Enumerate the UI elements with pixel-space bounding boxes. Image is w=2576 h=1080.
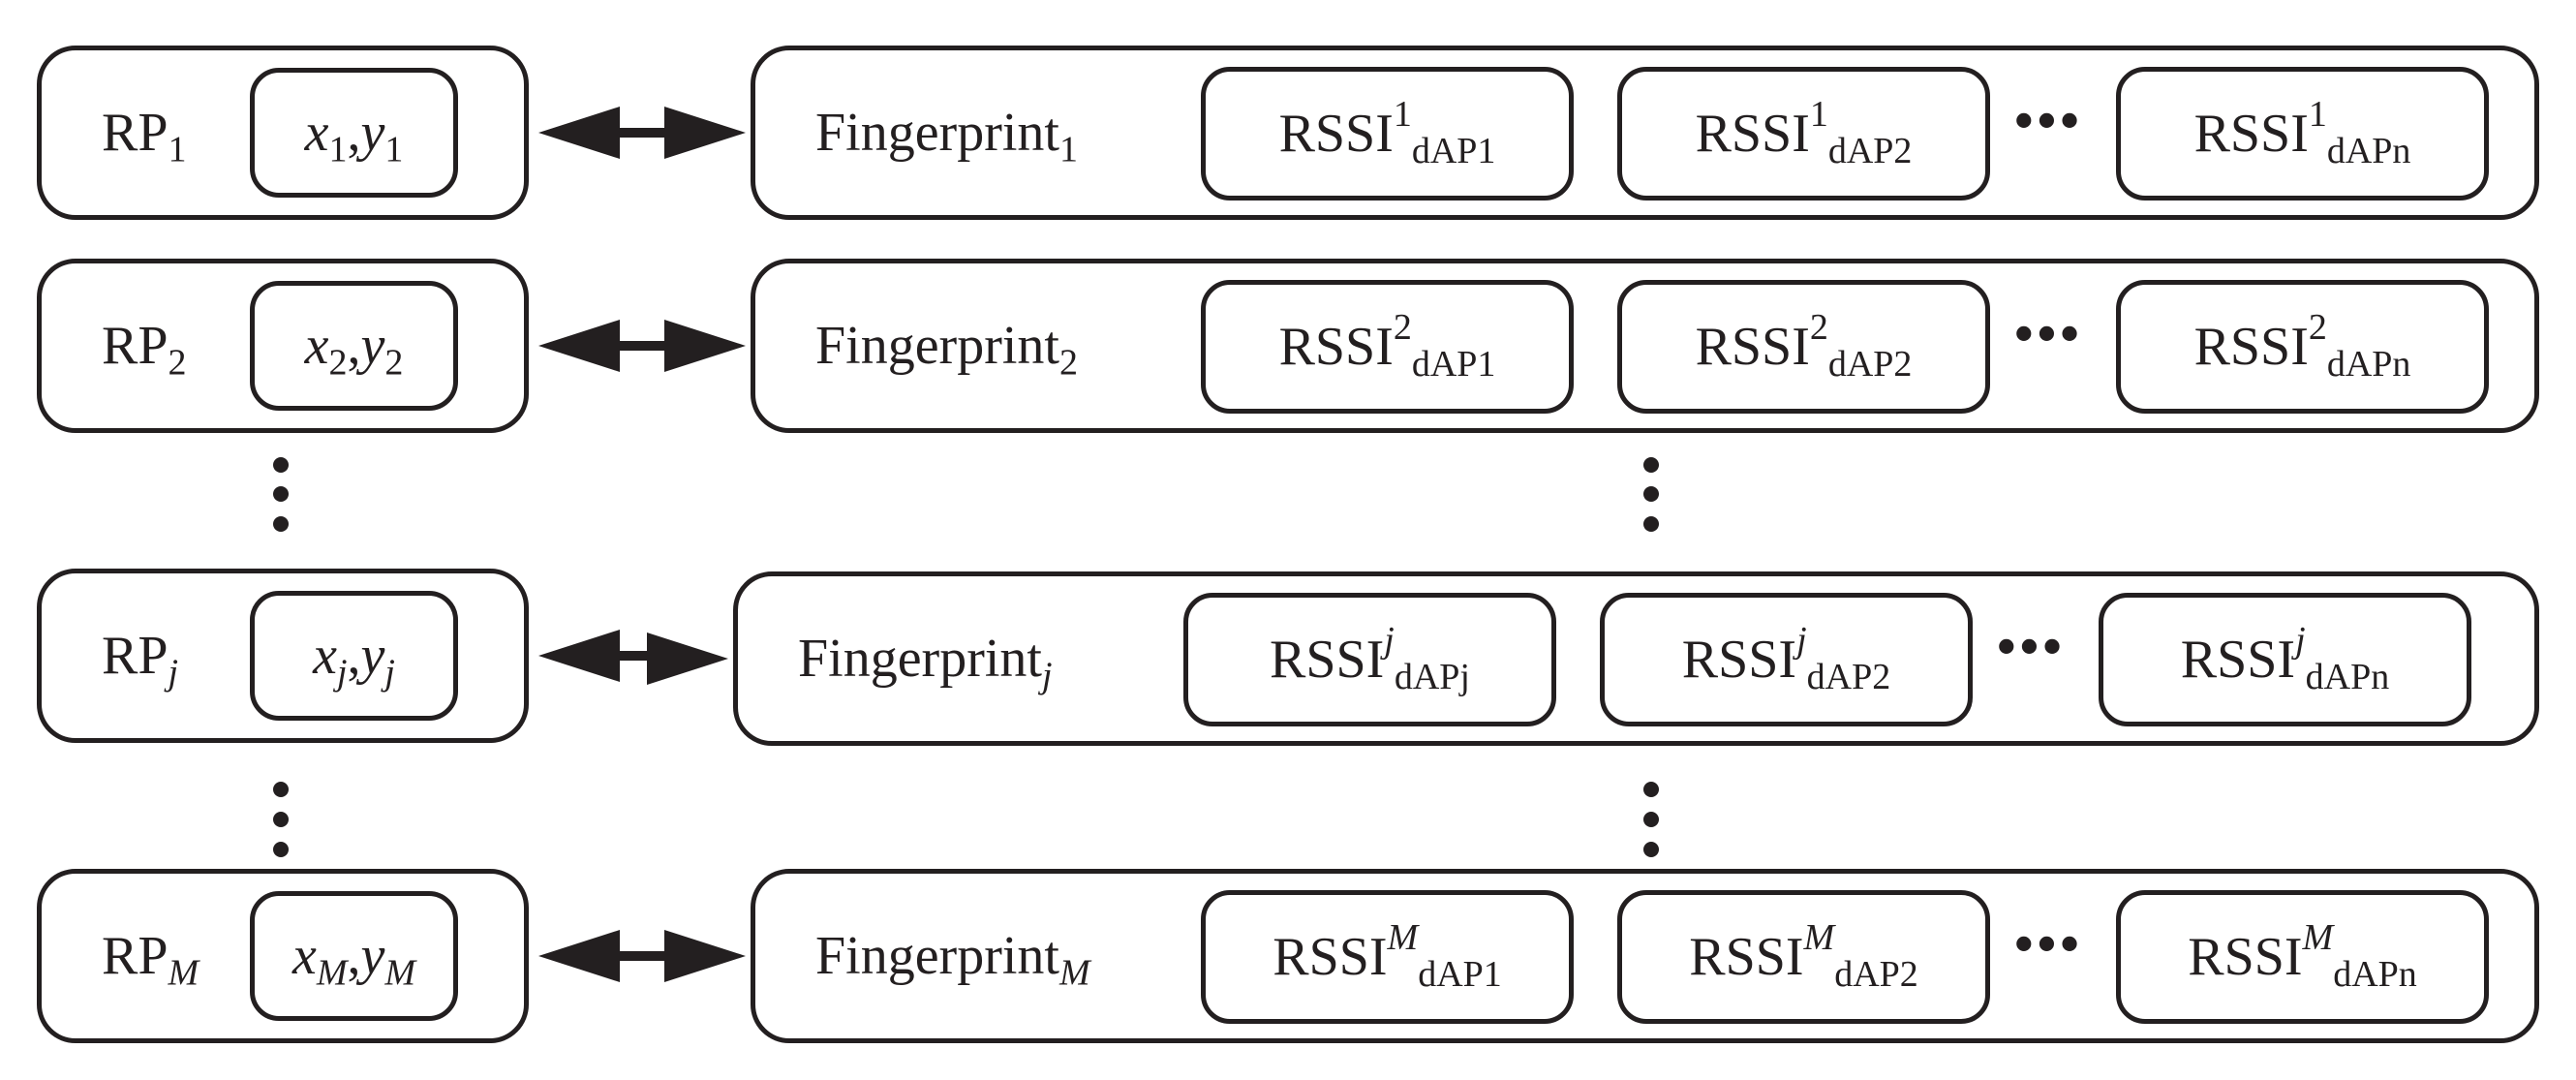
vertical-ellipsis-right-1 <box>1643 457 1659 532</box>
fingerprint-label-2: Fingerprint2 <box>815 316 1078 384</box>
rp-box-1: RP1 x1,y1 <box>37 46 529 220</box>
rssi-box-j-2: RSSIjdAP2 <box>1600 593 1973 726</box>
rp-box-j: RPj xj,yj <box>37 569 529 743</box>
coord-label-2: x2,y2 <box>304 316 404 384</box>
rssi-label-j-n: RSSIjdAPn <box>2180 620 2390 697</box>
coord-box-1: x1,y1 <box>250 68 458 198</box>
vertical-ellipsis-left-1 <box>273 457 289 532</box>
rssi-label-m-2: RSSIMdAP2 <box>1689 917 1918 995</box>
double-arrow-j <box>538 630 728 685</box>
fingerprint-label-1: Fingerprint1 <box>815 103 1078 170</box>
rssi-box-2-2: RSSI2dAP2 <box>1617 280 1990 414</box>
fingerprint-label-j: Fingerprintj <box>798 629 1053 696</box>
coord-box-2: x2,y2 <box>250 281 458 411</box>
rssi-box-m-2: RSSIMdAP2 <box>1617 890 1990 1024</box>
rp-box-m: RPM xM,yM <box>37 869 529 1043</box>
rssi-box-2-n: RSSI2dAPn <box>2116 280 2489 414</box>
double-arrow-2 <box>538 320 746 372</box>
fingerprint-label-m: FingerprintM <box>815 926 1090 994</box>
coord-box-j: xj,yj <box>250 591 458 721</box>
rssi-label-1-1: RSSI1dAP1 <box>1278 94 1496 171</box>
rssi-label-2-1: RSSI2dAP1 <box>1278 307 1496 385</box>
rssi-label-1-n: RSSI1dAPn <box>2193 94 2411 171</box>
rssi-label-2-n: RSSI2dAPn <box>2193 307 2411 385</box>
rp-box-2: RP2 x2,y2 <box>37 259 529 433</box>
rssi-label-m-1: RSSIMdAP1 <box>1273 917 1502 995</box>
ellipsis-j: ••• <box>1997 617 2066 677</box>
rssi-box-j-1: RSSIjdAPj <box>1183 593 1556 726</box>
ellipsis-m: ••• <box>2014 914 2083 974</box>
rp-label-1: RP1 <box>102 103 187 170</box>
coord-box-m: xM,yM <box>250 891 458 1021</box>
rssi-label-m-n: RSSIMdAPn <box>2188 917 2417 995</box>
fingerprint-box-2: Fingerprint2 RSSI2dAP1 RSSI2dAP2 ••• RSS… <box>751 259 2539 433</box>
rp-label-2: RP2 <box>102 316 187 384</box>
fingerprint-box-1: Fingerprint1 RSSI1dAP1 RSSI1dAP2 ••• RSS… <box>751 46 2539 220</box>
rp-label-j: RPj <box>102 626 179 694</box>
rssi-label-1-2: RSSI1dAP2 <box>1695 94 1913 171</box>
rssi-label-j-1: RSSIjdAPj <box>1270 620 1470 697</box>
double-arrow-m <box>538 930 746 982</box>
ellipsis-1: ••• <box>2014 91 2083 151</box>
coord-label-m: xM,yM <box>291 926 416 994</box>
rssi-label-2-2: RSSI2dAP2 <box>1695 307 1913 385</box>
coord-label-j: xj,yj <box>313 626 395 694</box>
fingerprint-box-m: FingerprintM RSSIMdAP1 RSSIMdAP2 ••• RSS… <box>751 869 2539 1043</box>
ellipsis-2: ••• <box>2014 304 2083 364</box>
rssi-label-j-2: RSSIjdAP2 <box>1681 620 1891 697</box>
rssi-box-m-1: RSSIMdAP1 <box>1201 890 1574 1024</box>
rssi-box-1-n: RSSI1dAPn <box>2116 67 2489 201</box>
rp-label-m: RPM <box>102 926 199 994</box>
coord-label-1: x1,y1 <box>304 103 404 170</box>
vertical-ellipsis-left-2 <box>273 782 289 857</box>
rssi-box-1-2: RSSI1dAP2 <box>1617 67 1990 201</box>
rssi-box-m-n: RSSIMdAPn <box>2116 890 2489 1024</box>
vertical-ellipsis-right-2 <box>1643 782 1659 857</box>
double-arrow-1 <box>538 107 746 159</box>
rssi-box-2-1: RSSI2dAP1 <box>1201 280 1574 414</box>
rssi-box-j-n: RSSIjdAPn <box>2099 593 2471 726</box>
rssi-box-1-1: RSSI1dAP1 <box>1201 67 1574 201</box>
fingerprint-box-j: Fingerprintj RSSIjdAPj RSSIjdAP2 ••• RSS… <box>733 571 2539 746</box>
